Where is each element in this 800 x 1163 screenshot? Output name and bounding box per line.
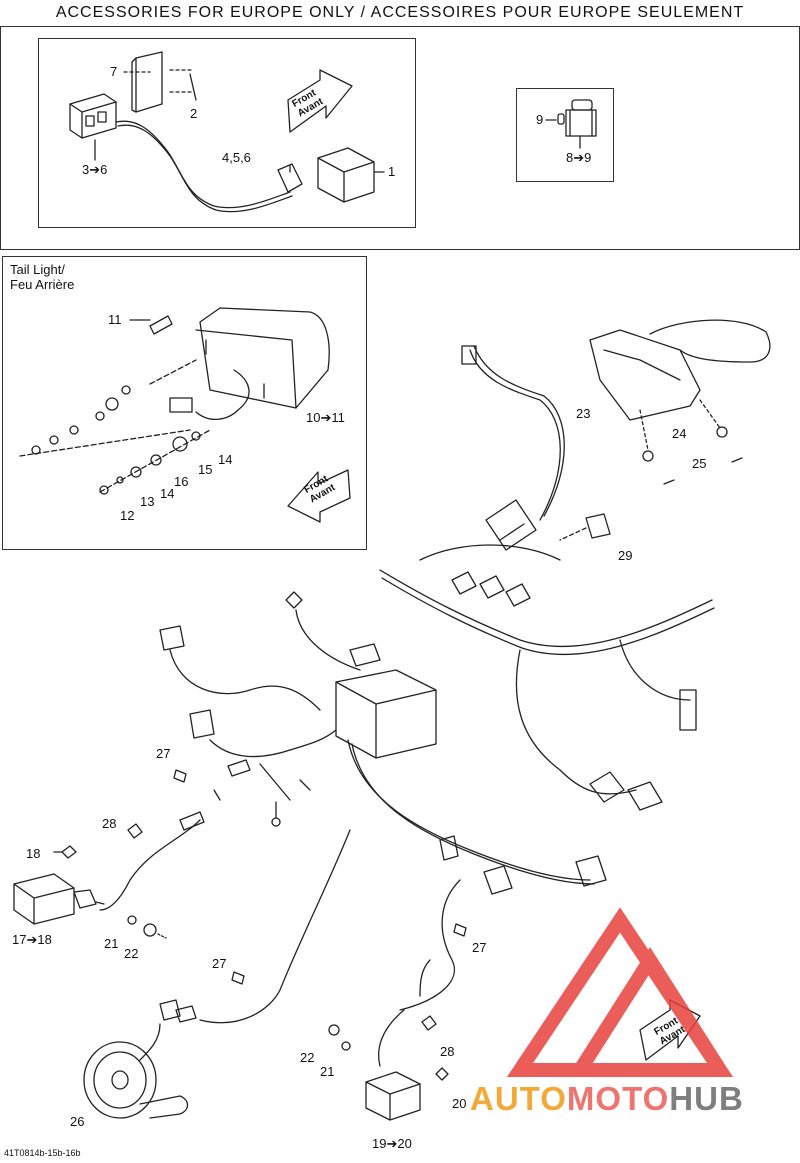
callout-11: 11 — [108, 312, 122, 327]
watermark-part-3: HUB — [669, 1080, 744, 1117]
page-title: ACCESSORIES FOR EUROPE ONLY / ACCESSOIRE… — [55, 4, 745, 21]
callout-17: 17➔18 — [12, 932, 52, 947]
callout-22a: 22 — [124, 946, 139, 961]
callout-4-5-6: 4,5,6 — [222, 150, 251, 165]
callout-27b: 27 — [472, 940, 487, 955]
callout-14b: 14 — [160, 486, 175, 501]
tail-light-title: Tail Light/ Feu Arrière — [10, 262, 74, 292]
tail-light-title-line1: Tail Light/ — [10, 262, 65, 277]
callout-14a: 14 — [218, 452, 233, 467]
accessory-box-left — [38, 38, 416, 228]
callout-8: 8➔9 — [566, 150, 592, 165]
callout-25: 25 — [692, 456, 707, 471]
fasteners — [127, 513, 611, 1031]
key-switch-assembly — [545, 99, 597, 149]
callout-12: 12 — [120, 508, 135, 523]
front-arrow-icon — [287, 69, 701, 1061]
watermark-part-2: MOTO — [566, 1080, 670, 1117]
callout-22b: 22 — [300, 1050, 315, 1065]
turn-signal-front — [13, 845, 167, 939]
logo-icon — [506, 907, 734, 1077]
wiring-harness — [99, 345, 715, 1067]
callout-10: 10➔11 — [306, 410, 345, 425]
watermark-logo: AUTOMOTOHUB — [470, 1080, 744, 1118]
callout-19: 19➔20 — [372, 1136, 412, 1151]
callout-16: 16 — [174, 474, 189, 489]
callout-21b: 21 — [320, 1064, 335, 1079]
callout-3: 3➔6 — [82, 162, 108, 177]
callout-21a: 21 — [104, 936, 119, 951]
callout-27a: 27 — [156, 746, 171, 761]
switch-assembly — [69, 51, 375, 213]
tail-light-frame — [2, 256, 367, 550]
callout-28b: 28 — [440, 1044, 455, 1059]
tail-light-assembly — [19, 307, 330, 495]
callout-26: 26 — [70, 1114, 85, 1129]
callout-18: 18 — [26, 846, 41, 861]
tail-light-title-line2: Feu Arrière — [10, 277, 75, 292]
callout-7: 7 — [110, 64, 118, 79]
callout-20: 20 — [452, 1096, 467, 1111]
callout-23: 23 — [576, 406, 591, 421]
horn — [83, 1041, 189, 1119]
leader-lines-top — [123, 69, 193, 93]
callout-1: 1 — [388, 164, 396, 179]
callout-15: 15 — [198, 462, 213, 477]
watermark-part-1: AUTO — [470, 1080, 567, 1117]
callout-13: 13 — [140, 494, 155, 509]
callout-28a: 28 — [102, 816, 117, 831]
callout-2: 2 — [190, 106, 198, 121]
turn-signal-rear — [328, 1024, 449, 1121]
callout-9: 9 — [536, 112, 544, 127]
callout-27c: 27 — [212, 956, 227, 971]
callout-29: 29 — [618, 548, 633, 563]
diagram-code: 41T0814b-15b-16b — [4, 1148, 81, 1158]
accessory-box-right — [516, 88, 614, 182]
rear-light-assembly — [589, 319, 771, 485]
callout-24: 24 — [672, 426, 687, 441]
